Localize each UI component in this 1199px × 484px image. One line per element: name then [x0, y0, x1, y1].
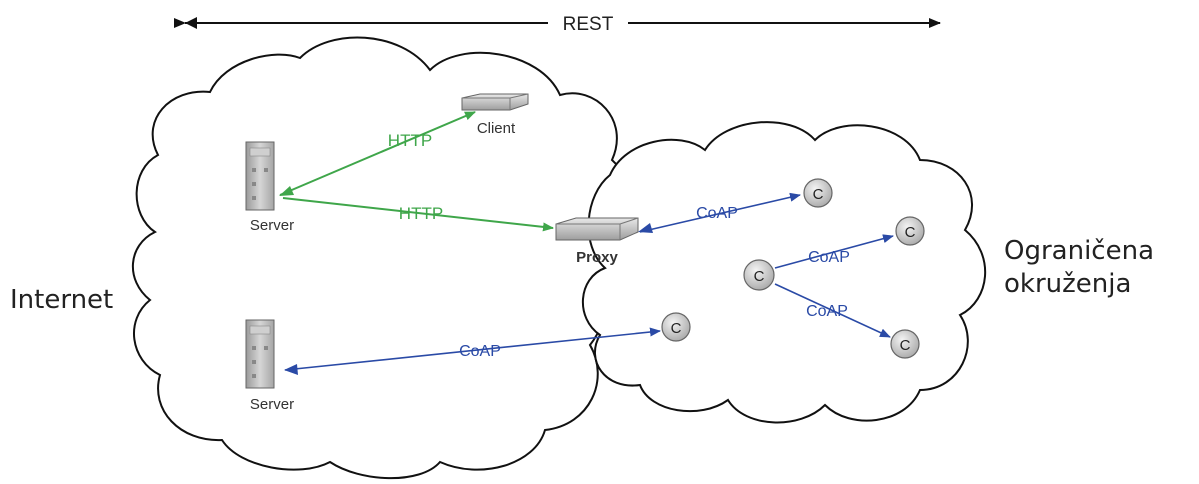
constrained-node-2-label: C	[905, 224, 916, 241]
proxy-label: Proxy	[576, 249, 618, 266]
coap-label-lower: CoAP	[806, 303, 848, 320]
coap-label-proxy: CoAP	[696, 205, 738, 222]
internet-label: Internet	[10, 285, 113, 315]
client-label: Client	[477, 120, 516, 137]
server-top-label: Server	[250, 217, 294, 234]
http-label-client: HTTP	[388, 131, 432, 150]
constrained-node-4-label: C	[900, 337, 911, 354]
rest-arrowhead-left	[185, 17, 197, 29]
rest-arrow: REST	[174, 14, 941, 35]
constrained-node-5: C	[661, 312, 691, 342]
constrained-node-5-label: C	[671, 320, 682, 337]
client-device: Client	[461, 93, 529, 137]
proxy-icon	[555, 217, 639, 241]
http-label-proxy: HTTP	[399, 204, 443, 223]
proxy-device: Proxy	[555, 217, 639, 266]
constrained-node-3: C	[743, 259, 775, 291]
constrained-node-1: C	[803, 178, 833, 208]
server-bottom-label: Server	[250, 396, 294, 413]
server-top: Server	[245, 141, 294, 234]
constrained-node-2: C	[895, 216, 925, 246]
coap-link-server	[284, 327, 661, 371]
coap-link-proxy	[639, 192, 801, 233]
http-link-client	[279, 111, 476, 196]
constrained-cloud	[582, 121, 987, 424]
http-link-proxy	[282, 197, 554, 232]
internet-cloud	[132, 36, 632, 480]
constrained-label-line1: Ograničena	[1004, 236, 1154, 266]
coap-label-upper: CoAP	[808, 249, 850, 266]
coap-label-server: CoAP	[459, 343, 501, 360]
rest-label: REST	[563, 14, 614, 35]
constrained-node-1-label: C	[813, 186, 824, 203]
coap-link-upper	[774, 234, 894, 269]
constrained-label-line2: okruženja	[1004, 269, 1131, 299]
constrained-node-4: C	[890, 329, 920, 359]
coap-link-lower	[774, 283, 891, 338]
links	[279, 111, 894, 375]
server-bottom: Server	[245, 319, 294, 413]
constrained-node-3-label: C	[754, 268, 765, 285]
